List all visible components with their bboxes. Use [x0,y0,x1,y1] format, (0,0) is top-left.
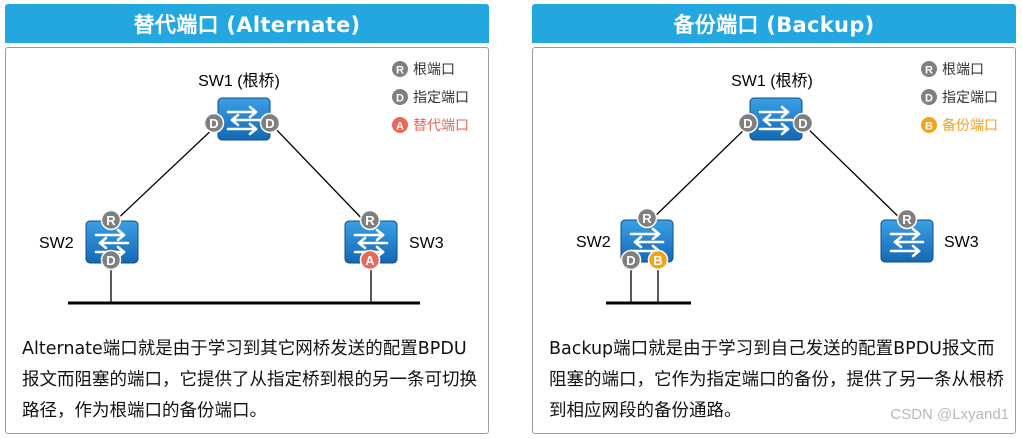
svg-text:A: A [365,253,375,268]
link-sw1-sw3 [270,123,369,226]
svg-text:R: R [902,212,912,227]
svg-text:指定端口: 指定端口 [413,90,469,106]
link-sw1-sw2 [110,123,219,226]
svg-text:D: D [106,253,115,268]
backup-description: Backup端口就是由于学习到自己发送的配置BPDU报文而阻塞的端口，它作为指定… [549,339,1004,421]
sw3-label: SW3 [409,235,444,252]
link-sw1-sw3 [802,123,906,224]
svg-text:B: B [925,121,933,133]
panel-title: 替代端口 (Alternate) [5,4,489,43]
svg-text:R: R [642,211,652,226]
alternate-topology-diagram: SW1 (根桥) SW2 SW3 D D R D R [39,61,469,305]
legend-designated-port: D 指定端口 [392,89,469,106]
legend: R 根端口 D 指定端口 B 备份端口 [921,61,998,134]
sw3-root-port: R [896,208,918,230]
sw1-designated-port-left: D [203,112,225,134]
csdn-watermark: CSDN @Lxyand1 [890,406,1009,423]
svg-text:D: D [626,253,635,268]
legend-designated-port: D 指定端口 [921,89,998,106]
sw1-designated-port-left: D [737,112,759,134]
sw2-root-port: R [100,209,122,231]
legend-root-port: R 根端口 [921,61,984,78]
svg-text:根端口: 根端口 [942,62,984,78]
sw3-label: SW3 [944,234,979,251]
svg-text:D: D [265,116,274,131]
svg-text:D: D [396,93,404,105]
sw2-label: SW2 [39,235,74,252]
sw2-root-port: R [636,207,658,229]
sw1-label: SW1 (根桥) [731,72,813,90]
svg-text:D: D [798,116,807,131]
svg-text:D: D [209,116,218,131]
sw3-root-port: R [359,209,381,231]
sw1-designated-port-right: D [792,112,814,134]
sw2-label: SW2 [576,234,611,251]
sw3-alternate-port: A [359,249,381,271]
legend-backup-port: B 备份端口 [921,117,998,134]
alternate-description: Alternate端口就是由于学习到其它网桥发送的配置BPDU报文而阻塞的端口，… [22,339,477,421]
panel-title: 备份端口 (Backup) [532,4,1016,43]
svg-text:指定端口: 指定端口 [942,90,998,106]
legend-alternate-port: A 替代端口 [392,117,469,134]
svg-text:D: D [743,116,752,131]
svg-text:R: R [106,213,116,228]
svg-text:R: R [396,65,404,77]
alternate-port-panel: 替代端口 (Alternate) SW1 (根桥) SW2 SW3 D [5,4,489,434]
sw2-designated-port: D [100,249,122,271]
panel-body: SW1 (根桥) SW2 SW3 D D R D R [5,47,489,434]
svg-text:D: D [925,93,933,105]
svg-text:R: R [365,213,375,228]
svg-text:备份端口: 备份端口 [942,117,998,134]
link-sw1-sw2 [647,123,751,224]
sw1-label: SW1 (根桥) [198,72,280,90]
svg-text:B: B [653,253,662,268]
svg-text:R: R [925,65,933,77]
svg-text:根端口: 根端口 [413,62,455,78]
panel-body: SW1 (根桥) SW2 SW3 D D R D B [532,47,1016,434]
legend: R 根端口 D 指定端口 A 替代端口 [392,61,469,134]
sw2-backup-port: B [647,249,669,271]
backup-topology-diagram: SW1 (根桥) SW2 SW3 D D R D B [576,61,998,305]
backup-port-panel: 备份端口 (Backup) SW1 (根桥) SW2 SW3 D [532,4,1016,434]
legend-root-port: R 根端口 [392,61,455,78]
sw1-designated-port-right: D [259,112,281,134]
sw2-designated-port: D [620,249,642,271]
svg-text:A: A [396,121,404,133]
svg-text:替代端口: 替代端口 [413,118,469,134]
